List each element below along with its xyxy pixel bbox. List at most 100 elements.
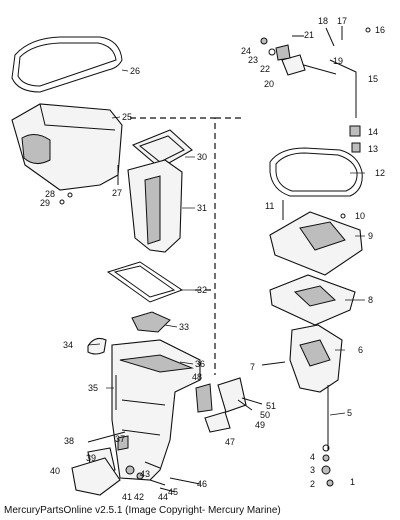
callout-17: 17 — [337, 16, 347, 26]
part-washer-23 — [268, 48, 276, 56]
part-screw-43 — [144, 461, 161, 469]
part-cowl-seal-12 — [269, 147, 363, 197]
callout-28: 28 — [45, 189, 55, 199]
callout-44: 44 — [158, 492, 168, 502]
part-bushing-37 — [117, 435, 129, 451]
callout-16: 16 — [375, 25, 385, 35]
callout-1: 1 — [350, 477, 355, 487]
callout-22: 22 — [260, 64, 270, 74]
part-washer-2 — [321, 465, 331, 475]
callout-12: 12 — [375, 168, 385, 178]
part-block-48 — [195, 383, 213, 413]
callout-8: 8 — [368, 295, 373, 305]
callout-42: 42 — [134, 492, 144, 502]
callout-14: 14 — [368, 127, 378, 137]
callout-15: 15 — [368, 74, 378, 84]
part-screw-45 — [159, 487, 176, 493]
part-screw-44 — [149, 479, 166, 486]
callout-7: 7 — [250, 362, 255, 372]
callout-25: 25 — [122, 112, 132, 122]
part-mount-6 — [289, 324, 343, 393]
part-bracket-47 — [204, 411, 231, 433]
callout-18: 18 — [318, 16, 328, 26]
callout-41: 41 — [122, 492, 132, 502]
callout-31: 31 — [197, 203, 207, 213]
callout-32: 32 — [197, 285, 207, 295]
part-nut-1 — [326, 479, 334, 487]
part-bottom-cowl — [11, 103, 123, 191]
callout-2: 2 — [310, 479, 315, 489]
part-clamp-49 — [217, 377, 247, 413]
callout-13: 13 — [368, 144, 378, 154]
callout-48: 48 — [192, 372, 202, 382]
part-bolt-51 — [241, 397, 263, 405]
callout-30: 30 — [197, 152, 207, 162]
callout-51: 51 — [266, 401, 276, 411]
callout-29: 29 — [40, 198, 50, 208]
part-lower-bracket-40 — [71, 457, 121, 496]
callout-21: 21 — [304, 30, 314, 40]
copyright-caption: MercuryPartsOnline v2.5.1 (Image Copyrig… — [4, 505, 281, 516]
callout-45: 45 — [168, 487, 178, 497]
part-cap-14 — [349, 125, 361, 137]
part-washer-28 — [67, 192, 73, 198]
part-nut-24 — [260, 37, 268, 45]
callout-23: 23 — [248, 55, 258, 65]
part-pin-50 — [237, 399, 253, 411]
callout-19: 19 — [333, 56, 343, 66]
callout-3: 3 — [310, 465, 315, 475]
callout-4: 4 — [310, 452, 315, 462]
part-rod-46 — [169, 477, 201, 485]
callout-34: 34 — [63, 340, 73, 350]
callout-20: 20 — [264, 79, 274, 89]
part-nut-42 — [136, 472, 144, 480]
part-washer-3 — [322, 454, 330, 462]
part-plate-33 — [131, 311, 171, 333]
part-stud-7 — [261, 361, 286, 366]
part-screw-16 — [365, 27, 371, 33]
part-bracket-34 — [87, 337, 107, 355]
callout-38: 38 — [64, 436, 74, 446]
callout-27: 27 — [112, 188, 122, 198]
part-lever-20 — [281, 54, 306, 76]
callout-49: 49 — [255, 420, 265, 430]
part-drive-shaft-housing — [111, 339, 201, 481]
part-top-cowl-seal — [11, 36, 123, 93]
part-screw-29 — [59, 199, 65, 205]
part-shaft-38 — [87, 431, 126, 443]
callout-50: 50 — [260, 410, 270, 420]
part-clip-18 — [325, 27, 335, 47]
callout-47: 47 — [225, 437, 235, 447]
part-gasket-32 — [106, 261, 184, 303]
callout-11: 11 — [265, 201, 274, 211]
assembly-guide-line — [130, 117, 245, 375]
callout-5: 5 — [347, 408, 352, 418]
callout-9: 9 — [368, 231, 373, 241]
callout-36: 36 — [195, 359, 205, 369]
part-seal-plate — [131, 129, 193, 169]
part-sleeve-13 — [351, 142, 361, 153]
callout-24: 24 — [241, 46, 251, 56]
part-handle-rod-15 — [329, 59, 357, 118]
callout-35: 35 — [88, 383, 98, 393]
callout-39: 39 — [86, 453, 96, 463]
part-adapter-plate-9 — [269, 211, 363, 276]
callout-leaders — [87, 69, 365, 416]
part-exhaust-housing — [127, 159, 183, 253]
part-screw-10 — [340, 213, 346, 219]
callout-6: 6 — [358, 345, 363, 355]
callout-10: 10 — [355, 211, 365, 221]
callout-43: 43 — [140, 469, 150, 479]
part-block-22 — [275, 44, 291, 61]
callout-37: 37 — [115, 434, 125, 444]
callout-40: 40 — [50, 466, 60, 476]
callout-33: 33 — [179, 322, 189, 332]
callout-26: 26 — [130, 66, 140, 76]
part-plate-8 — [269, 274, 356, 326]
callout-labels: 1 2 3 4 5 6 7 8 9 10 11 12 13 14 15 16 1… — [40, 16, 385, 502]
part-washer-41 — [125, 465, 135, 475]
part-spacer-4 — [322, 444, 330, 452]
part-link-19 — [299, 63, 337, 75]
callout-46: 46 — [197, 479, 207, 489]
